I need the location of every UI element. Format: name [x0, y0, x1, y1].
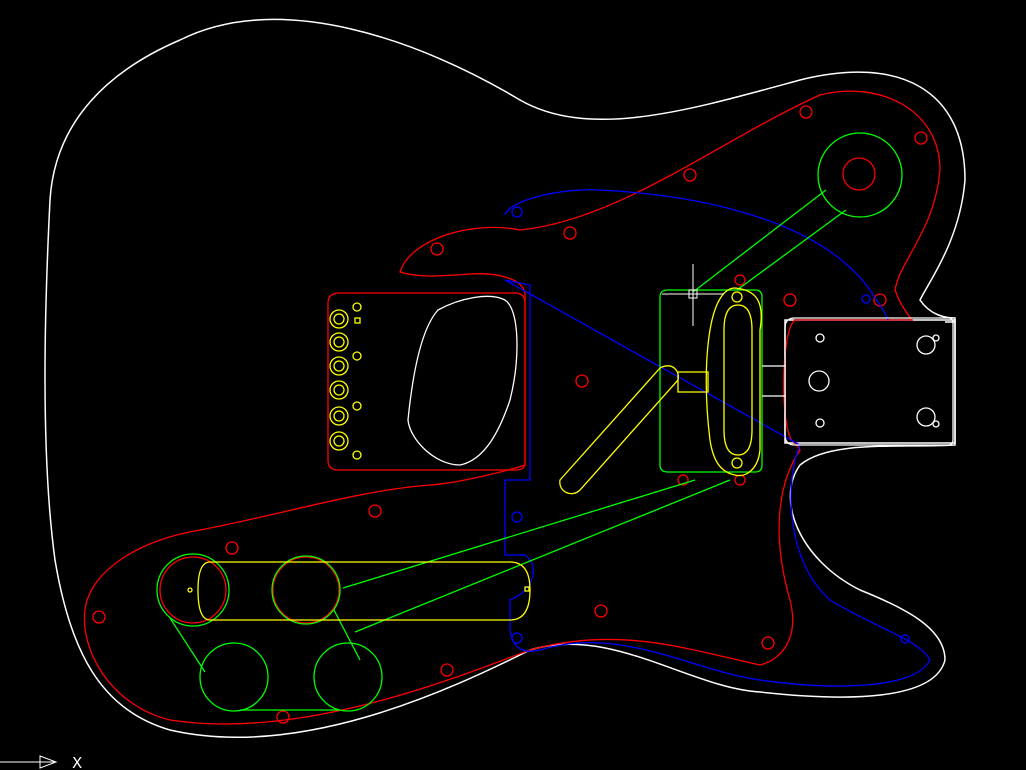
bridge-plate-outline	[327, 292, 526, 471]
pickup-mount-hole	[187, 587, 193, 593]
mount-screw-hole	[440, 663, 454, 677]
pickguard-layer	[83, 90, 941, 725]
ferrule-hole	[900, 634, 910, 644]
pickup-screw	[731, 291, 743, 303]
strap-button-hole	[842, 157, 876, 191]
saddle-barrel-inner	[333, 384, 345, 396]
mount-screw-hole	[761, 636, 775, 650]
saddle-barrel-inner	[333, 410, 345, 422]
hardware-layer	[187, 287, 762, 621]
mount-screw-hole	[430, 242, 444, 256]
ferrule-hole	[511, 206, 523, 218]
crosshair-pickbox	[688, 289, 698, 299]
pot-cavity	[199, 642, 269, 712]
mount-screw-hole	[799, 105, 813, 119]
mount-screw-hole	[683, 168, 697, 182]
switch-tab	[677, 371, 709, 393]
pot-cavity	[156, 553, 230, 627]
mount-screw-hole	[225, 541, 239, 555]
routing-layer	[504, 189, 931, 687]
wire-channel	[736, 209, 847, 291]
saddle-screw	[352, 450, 362, 460]
saddle-barrel	[329, 332, 349, 352]
control-cavity-edge	[169, 617, 206, 673]
selector-switch-slot	[559, 365, 679, 495]
wire-channel	[342, 479, 696, 589]
neck-pickup-outline	[197, 561, 531, 621]
mount-screw-hole	[734, 474, 746, 486]
pickup-screw	[731, 457, 743, 469]
saddle-screw	[352, 302, 362, 312]
neck-plate-large-hole	[916, 407, 936, 427]
mount-screw-hole	[575, 374, 589, 388]
ucs-arrow-icon	[39, 755, 58, 769]
saddle-barrel-inner	[333, 336, 345, 348]
ucs-x-axis-label: X	[72, 754, 82, 770]
bridge-pickup-inner	[723, 304, 753, 456]
bridge-saddles	[329, 302, 362, 460]
saddle-barrel	[329, 431, 349, 451]
ferrule-hole	[511, 632, 523, 644]
saddle-barrel	[329, 309, 349, 329]
ferrule-hole	[861, 294, 871, 304]
saddle-barrel-inner	[333, 360, 345, 372]
saddle-screw	[352, 351, 362, 361]
neck-plate-small-hole	[932, 334, 940, 342]
output-jack-outline	[817, 132, 903, 218]
neck-plate-screw	[815, 418, 825, 428]
mount-screw-hole	[594, 604, 608, 618]
mount-screw-hole	[783, 293, 797, 307]
pickup-mount-tab	[524, 586, 530, 592]
mount-screw-hole	[914, 131, 928, 145]
ucs-icon: X	[0, 754, 82, 770]
knob-hole	[159, 556, 227, 624]
neck-plate-large-hole	[916, 335, 936, 355]
mount-screw-hole	[677, 474, 689, 486]
saddle-barrel-inner	[333, 435, 345, 447]
bridge-pickup-cavity	[407, 295, 518, 466]
saddle-barrel	[329, 406, 349, 426]
saddle-screw	[352, 401, 362, 411]
bridge-pickup-outline	[705, 287, 762, 477]
body-outer-edge	[44, 18, 966, 738]
mount-screw-hole	[734, 274, 746, 286]
mount-screw-hole	[563, 226, 577, 240]
electronics-layer	[156, 132, 903, 712]
saddle-screw-square	[354, 317, 361, 324]
pickup-route-rect	[659, 289, 763, 473]
mount-screw-hole	[368, 504, 382, 518]
knob-hole	[272, 556, 340, 624]
neck-plate	[762, 317, 954, 446]
ferrule-hole	[511, 511, 523, 523]
neck-plate-center-hole	[808, 370, 830, 392]
neck-plate-outline	[784, 317, 954, 446]
wire-channel	[692, 189, 827, 293]
pickguard-outline	[83, 90, 941, 725]
wire-channel	[354, 479, 731, 633]
body-cavity-route	[504, 189, 931, 687]
mount-screw-hole	[92, 610, 106, 624]
pot-cavity	[271, 555, 341, 625]
mount-screw-hole	[276, 710, 290, 724]
crosshair-cursor[interactable]	[662, 264, 724, 326]
neck-plate-small-hole	[932, 420, 940, 428]
control-cavity-edge	[333, 609, 361, 661]
saddle-barrel	[329, 380, 349, 400]
saddle-barrel	[329, 356, 349, 376]
pot-cavity	[313, 642, 383, 712]
saddle-barrel-inner	[333, 313, 345, 325]
neck-pocket-tab	[762, 365, 785, 397]
neck-plate-screw	[815, 333, 825, 343]
